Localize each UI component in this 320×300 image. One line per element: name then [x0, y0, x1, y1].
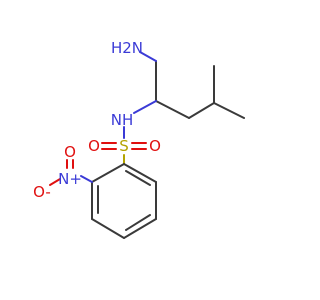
sulfonamide-nh-label: NH: [111, 111, 134, 129]
sulfur-label: S: [119, 137, 129, 155]
sulfonyl-double-bonds: [101, 142, 147, 150]
amine-label: H2N: [111, 39, 143, 57]
sulfonyl-o-right-label: O: [149, 137, 161, 155]
molecule-diagram: H2N NH S O O O N+ O-: [33, 39, 245, 239]
nitro-n-label: N+: [58, 170, 82, 188]
ring-bond-1: [123, 163, 157, 183]
aliphatic-chain: [155, 60, 245, 119]
bond-c2-nh: [133, 100, 157, 114]
ring-inner-2: [125, 214, 151, 231]
bond-ring-nitro: [80, 175, 93, 183]
benzene-ring: [91, 163, 157, 239]
ring-bond-4: [91, 218, 125, 239]
bond-c3-c4: [188, 102, 215, 119]
bond-nitro-o-left: [49, 178, 61, 186]
ring-inner-1: [125, 170, 151, 186]
sulfonyl-o-left-label: O: [88, 137, 100, 155]
bond-c4-c6: [213, 102, 245, 119]
nitro-o-minus-label: O-: [33, 183, 51, 201]
bond-c2-c3: [155, 100, 190, 119]
ring-bond-6: [91, 163, 125, 183]
nitro-o-top-label: O: [64, 143, 76, 161]
ring-bond-3: [123, 218, 157, 239]
bond-c1-nh2: [139, 51, 157, 62]
